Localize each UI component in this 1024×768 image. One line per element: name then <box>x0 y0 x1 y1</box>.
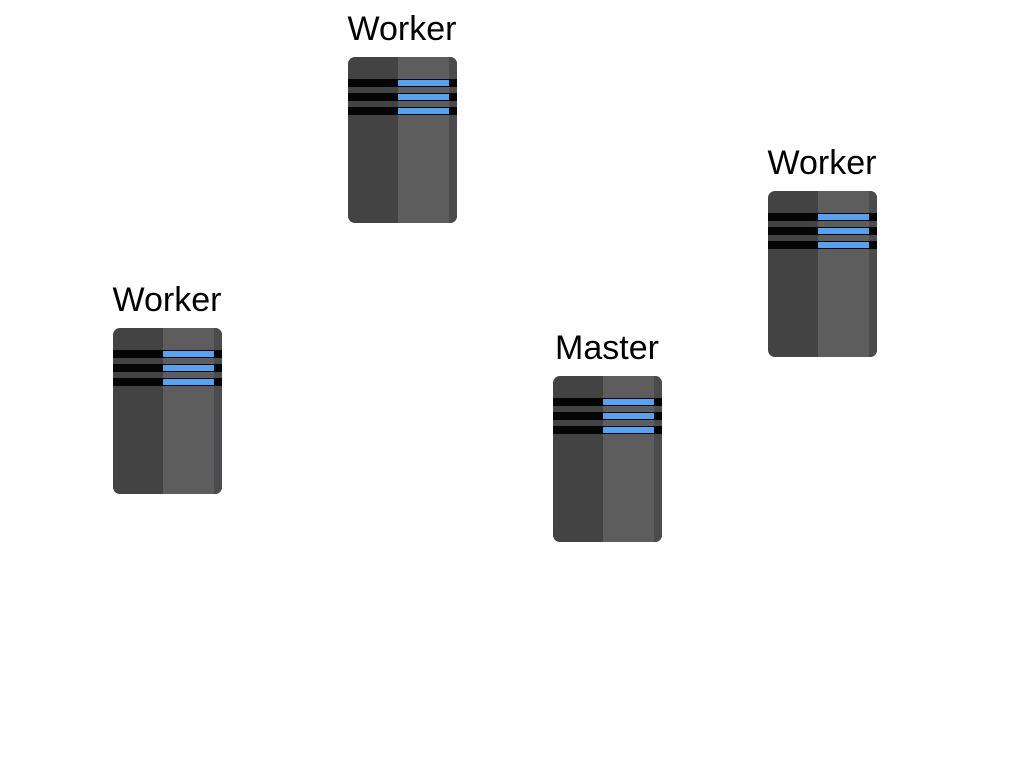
server-vent-stripe <box>347 79 457 87</box>
server-vent-stripe <box>112 350 222 358</box>
server-vent-stripe <box>347 107 457 115</box>
server-led-bar <box>397 80 449 86</box>
server-vent-stripe <box>552 426 662 434</box>
server-led-bar <box>817 214 869 220</box>
node-master: Master <box>527 326 687 542</box>
node-worker-left: Worker <box>87 278 247 494</box>
server-led-bar <box>397 94 449 100</box>
node-label: Worker <box>767 144 877 182</box>
server-vent-stripe <box>112 364 222 372</box>
server-led-bar <box>162 365 214 371</box>
server-vent-stripe <box>347 93 457 101</box>
node-label: Worker <box>347 10 457 48</box>
server-edge-strip <box>448 57 457 223</box>
server-led-bar <box>602 427 654 433</box>
server-led-bar <box>602 413 654 419</box>
node-label: Master <box>555 329 659 367</box>
server-led-bar <box>162 379 214 385</box>
server-edge-strip <box>213 328 222 494</box>
server-led-bar <box>817 228 869 234</box>
server-vent-stripe <box>767 213 877 221</box>
server-led-bar <box>817 242 869 248</box>
server-edge-strip <box>653 376 662 542</box>
server-vent-stripe <box>552 412 662 420</box>
server-led-bar <box>602 399 654 405</box>
server-vent-stripe <box>112 378 222 386</box>
server-led-bar <box>162 351 214 357</box>
node-worker-top: Worker <box>322 7 482 223</box>
server-vent-stripe <box>767 241 877 249</box>
node-worker-right: Worker <box>742 141 902 357</box>
server-icon <box>347 57 457 223</box>
server-vent-stripe <box>767 227 877 235</box>
server-led-bar <box>397 108 449 114</box>
server-icon <box>767 191 877 357</box>
server-vent-stripe <box>552 398 662 406</box>
server-edge-strip <box>868 191 877 357</box>
node-label: Worker <box>112 281 222 319</box>
server-icon <box>552 376 662 542</box>
server-icon <box>112 328 222 494</box>
